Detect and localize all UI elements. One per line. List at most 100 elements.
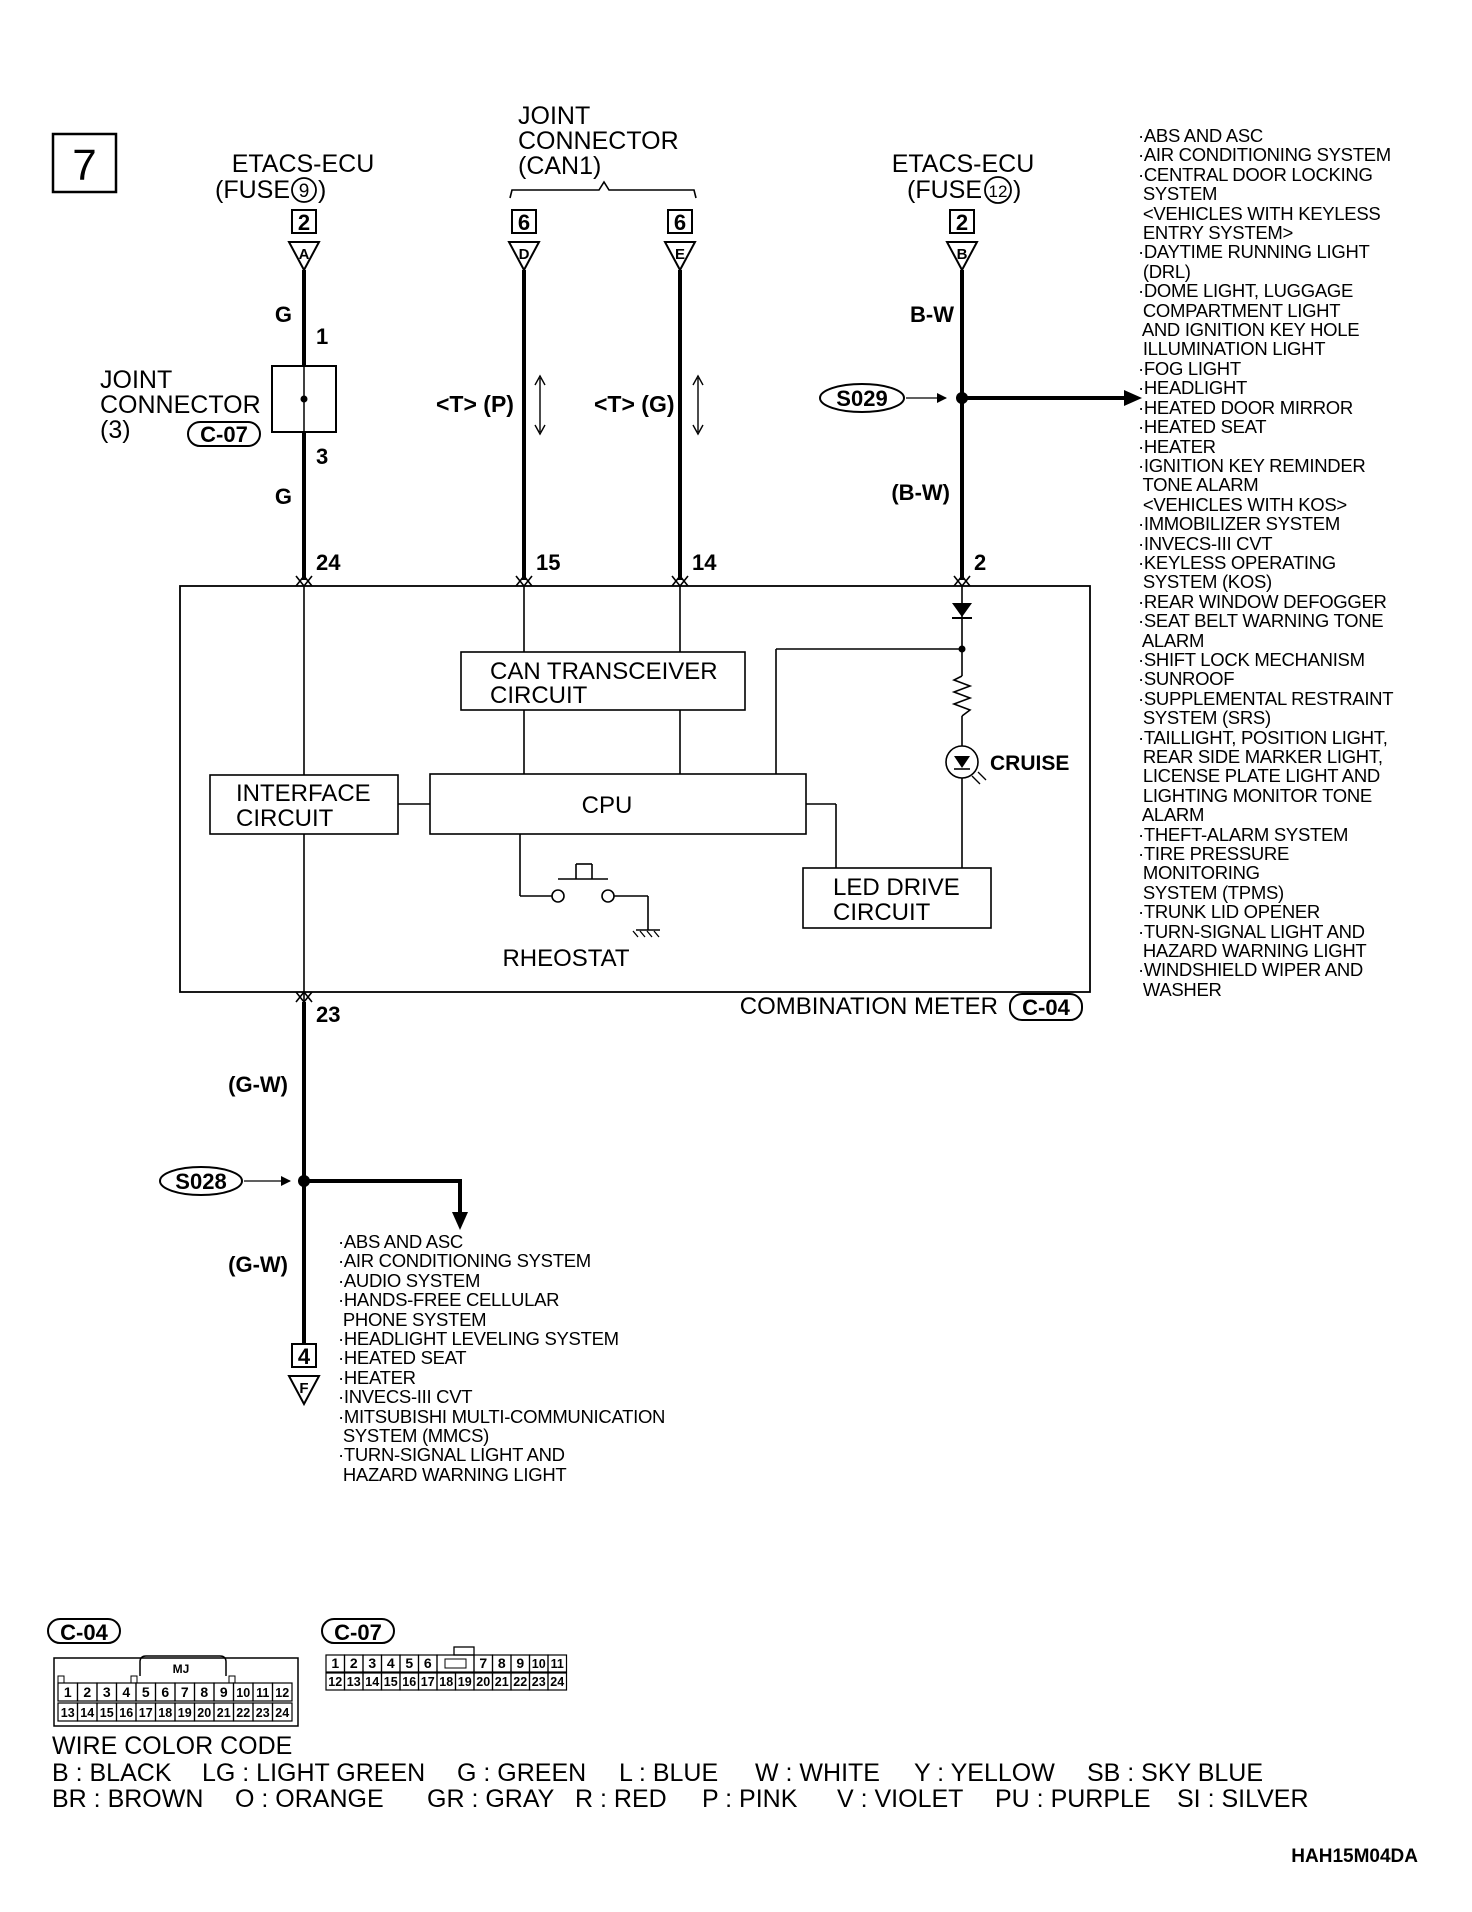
wire-color-t-g: <T> (G)	[594, 391, 675, 417]
pin-number: 18	[439, 1675, 453, 1689]
can-transceiver-box	[460, 651, 746, 711]
can-label-line2: CONNECTOR	[518, 127, 679, 155]
pin-box	[667, 209, 693, 234]
resistor-icon	[951, 675, 973, 717]
load-list-item: SYSTEM (KOS)	[1138, 571, 1272, 593]
pin-cell	[271, 1702, 293, 1722]
load-list-item: HAZARD WARNING LIGHT	[338, 1463, 567, 1485]
load-list-item: ·ABS AND ASC	[338, 1231, 463, 1252]
load-list-item: ·AIR CONDITIONING SYSTEM	[1138, 144, 1391, 166]
can-transceiver-label-1: CAN TRANSCEIVER	[490, 658, 718, 685]
wire-b-w: B-W (B-W) S029	[819, 270, 1142, 580]
pin-number: 10	[236, 1686, 250, 1700]
wire-color-gw-top: (G-W)	[228, 1072, 288, 1097]
pin-number: 13	[347, 1675, 361, 1689]
c07-code: C-07	[334, 1620, 382, 1645]
splice-badge-s029	[819, 383, 905, 413]
connector-triangle	[663, 241, 697, 273]
load-list-item: ALARM	[1138, 804, 1205, 826]
meter-pin-24: 24	[316, 550, 341, 575]
source-left-fuse-close: )	[318, 176, 326, 204]
led-drive-label-2: CIRCUIT	[833, 899, 931, 926]
load-list-item: ·HEATED SEAT	[338, 1347, 467, 1369]
wire-color-code-entry: O : ORANGE	[235, 1785, 384, 1813]
source-right-fuse-close: )	[1013, 176, 1021, 204]
load-list-item: ·SUNROOF	[1138, 668, 1235, 690]
pin-number: 13	[61, 1706, 75, 1720]
diode-icon	[952, 603, 972, 619]
key-notch	[228, 1675, 236, 1684]
load-list-item: ·AIR CONDITIONING SYSTEM	[338, 1250, 591, 1272]
wire-color-code-entry: B : BLACK	[52, 1759, 172, 1787]
bottom-load-list: ·ABS AND ASC·AIR CONDITIONING SYSTEM·AUD…	[338, 1231, 665, 1485]
joint-pin-in: 1	[316, 324, 328, 349]
load-list-item: MONITORING	[1138, 862, 1260, 884]
rheostat-label: RHEOSTAT	[502, 945, 629, 972]
wire-color-code-entry: BR : BROWN	[52, 1785, 204, 1813]
splice-s029-label: S029	[836, 386, 887, 411]
load-list-item: ALARM	[1138, 629, 1205, 651]
pin-number: 21	[217, 1706, 231, 1720]
pin-number: 22	[236, 1706, 250, 1720]
ground-connector: F	[299, 1380, 308, 1397]
pin-number: 4	[387, 1655, 395, 1671]
load-list-item: <VEHICLES WITH KOS>	[1138, 493, 1347, 515]
fuse-number-circle	[291, 177, 317, 203]
source-right-fuse-label: (FUSE	[907, 176, 982, 204]
cruise-label: CRUISE	[990, 752, 1069, 775]
can-connector-e: E	[675, 246, 685, 263]
load-list-item: SYSTEM	[1138, 183, 1218, 205]
source-etacs-fuse12: ETACS-ECU (FUSE 12 ) 2 B	[892, 150, 1034, 273]
rheostat-switch-icon	[519, 834, 649, 930]
load-list-item: ·TURN-SIGNAL LIGHT AND	[1138, 920, 1365, 942]
wire-g-w: 23 (G-W) (G-W) S028 4 F	[159, 990, 468, 1407]
wire-color-g-mid: G	[275, 484, 292, 509]
wire-g: G 1 3 G JOINT CONNECTOR (3) C-07	[100, 270, 337, 580]
connector-triangle	[287, 1375, 321, 1407]
wire-color-code-entry: P : PINK	[702, 1785, 798, 1813]
pin-number: 1	[64, 1684, 72, 1700]
combination-meter-code: C-04	[1022, 995, 1070, 1020]
pin-number: 20	[476, 1675, 490, 1689]
load-list-item: ·HEATED SEAT	[1138, 416, 1267, 438]
twisted-pair-arrow-icon	[534, 374, 546, 436]
arrow-down-icon	[452, 1212, 468, 1230]
load-list-item: COMPARTMENT LIGHT	[1138, 299, 1341, 321]
connector-triangle	[287, 241, 321, 273]
pin-number: 14	[80, 1706, 94, 1720]
load-list-item: ·ABS AND ASC	[1138, 125, 1263, 146]
key-notch	[57, 1675, 65, 1684]
wire-color-bw-mid: (B-W)	[891, 480, 950, 505]
key-cell	[436, 1654, 475, 1673]
c04-body	[53, 1657, 299, 1727]
combination-meter-label: COMBINATION METER	[740, 993, 998, 1020]
load-list-item: ·FOG LIGHT	[1138, 357, 1241, 379]
cpu-box	[429, 773, 807, 835]
meter-top-pins: 24 15 14 2	[295, 550, 986, 588]
load-list-item: ·HEATER	[338, 1366, 416, 1388]
connector-code-badge	[187, 421, 261, 447]
pin-number: 15	[100, 1706, 114, 1720]
pin-number: 6	[161, 1684, 169, 1700]
wire-color-code-entry: W : WHITE	[755, 1759, 880, 1787]
key-notch	[444, 1658, 467, 1669]
load-list-item: SYSTEM (SRS)	[1138, 707, 1271, 729]
joint-pin-out: 3	[316, 444, 328, 469]
load-list-item: ·IGNITION KEY REMINDER	[1138, 454, 1366, 476]
wire-color-code-entry: LG : LIGHT GREEN	[202, 1759, 426, 1787]
pin-number: 19	[458, 1675, 472, 1689]
load-list-item: ·CENTRAL DOOR LOCKING	[1138, 163, 1373, 185]
cruise-led-icon	[945, 745, 987, 785]
pin-box	[949, 209, 975, 234]
fuse-number-circle	[984, 176, 1012, 204]
meter-pin-15: 15	[536, 550, 560, 575]
pin-number: 16	[119, 1706, 133, 1720]
load-list-item: ·HANDS-FREE CELLULAR	[338, 1289, 560, 1311]
load-list-item: ·AUDIO SYSTEM	[338, 1269, 481, 1291]
pin-number: 9	[516, 1655, 524, 1671]
source-right-fuse-number: 12	[989, 182, 1008, 201]
